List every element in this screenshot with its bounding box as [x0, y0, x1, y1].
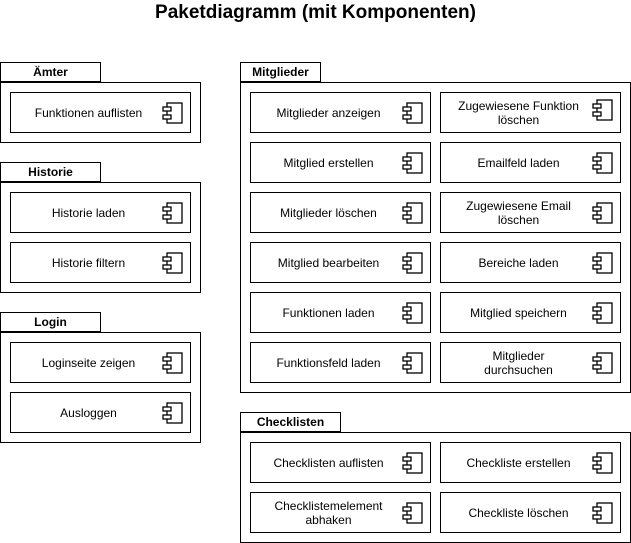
- component-label: Funktionen auflisten: [34, 105, 143, 120]
- component-mitglieder-loeschen: Mitglieder löschen: [250, 192, 431, 233]
- package-name-historie: Historie: [28, 165, 73, 179]
- component-icon: [592, 98, 613, 121]
- component-label: Mitglied bearbeiten: [277, 255, 380, 270]
- component-label: Zugewiesene Email löschen: [466, 198, 571, 227]
- component-loginseite-zeigen: Loginseite zeigen: [10, 342, 191, 383]
- component-label: Checkliste erstellen: [466, 455, 571, 470]
- component-label: Bereiche laden: [478, 255, 559, 270]
- package-tab-aemter: Ämter: [0, 62, 101, 82]
- component-icon: [592, 351, 613, 374]
- component-icon: [402, 151, 423, 174]
- component-mitglied-bearbeiten: Mitglied bearbeiten: [250, 242, 431, 283]
- component-label: Historie filtern: [51, 255, 126, 270]
- component-icon: [402, 301, 423, 324]
- component-checklisten-auflisten: Checklisten auflisten: [250, 442, 431, 483]
- component-icon: [592, 301, 613, 324]
- component-zugewiesene-funktion-loeschen: Zugewiesene Funktion löschen: [440, 92, 621, 133]
- component-label: Funktionen laden: [282, 305, 375, 320]
- component-label: Ausloggen: [60, 405, 117, 420]
- package-name-aemter: Ämter: [33, 65, 68, 79]
- package-tab-historie: Historie: [0, 162, 101, 182]
- package-name-mitglieder: Mitglieder: [252, 65, 309, 79]
- component-mitglieder-anzeigen: Mitglieder anzeigen: [250, 92, 431, 133]
- component-historie-laden: Historie laden: [10, 192, 191, 233]
- component-icon: [592, 501, 613, 524]
- diagram-title: Paketdiagramm (mit Komponenten): [155, 2, 476, 23]
- component-label: Zugewiesene Funktion löschen: [458, 98, 579, 127]
- package-tab-mitglieder: Mitglieder: [240, 62, 321, 82]
- component-funktionen-auflisten: Funktionen auflisten: [10, 92, 191, 133]
- package-tab-login: Login: [0, 312, 101, 332]
- component-checkliste-loeschen: Checkliste löschen: [440, 492, 621, 533]
- component-icon: [402, 451, 423, 474]
- component-label: Loginseite zeigen: [41, 355, 136, 370]
- component-zugewiesene-email-loeschen: Zugewiesene Email löschen: [440, 192, 621, 233]
- component-icon: [592, 151, 613, 174]
- component-icon: [402, 201, 423, 224]
- component-icon: [592, 451, 613, 474]
- component-icon: [592, 201, 613, 224]
- component-checklistemelement-abhaken: Checklistemelement abhaken: [250, 492, 431, 533]
- component-label: Mitglieder durchsuchen: [484, 348, 553, 377]
- package-name-checklisten: Checklisten: [256, 415, 325, 429]
- component-label: Checklisten auflisten: [273, 455, 384, 470]
- component-label: Emailfeld laden: [477, 155, 560, 170]
- component-historie-filtern: Historie filtern: [10, 242, 191, 283]
- package-mitglieder: [240, 82, 631, 393]
- component-icon: [402, 101, 423, 124]
- component-icon: [162, 401, 183, 424]
- component-icon: [592, 251, 613, 274]
- component-label: Mitglieder löschen: [280, 205, 377, 220]
- component-label: Mitglied speichern: [470, 305, 567, 320]
- component-mitglieder-durchsuchen: Mitglieder durchsuchen: [440, 342, 621, 383]
- component-label: Mitglied erstellen: [283, 155, 374, 170]
- component-ausloggen: Ausloggen: [10, 392, 191, 433]
- component-label: Mitglieder anzeigen: [276, 105, 381, 120]
- component-icon: [162, 351, 183, 374]
- component-mitglied-speichern: Mitglied speichern: [440, 292, 621, 333]
- component-icon: [402, 351, 423, 374]
- package-name-login: Login: [34, 315, 67, 329]
- component-funktionen-laden: Funktionen laden: [250, 292, 431, 333]
- component-icon: [162, 201, 183, 224]
- component-emailfeld-laden: Emailfeld laden: [440, 142, 621, 183]
- component-label: Checklistemelement abhaken: [274, 498, 383, 527]
- component-mitglied-erstellen: Mitglied erstellen: [250, 142, 431, 183]
- component-icon: [162, 251, 183, 274]
- component-label: Checkliste löschen: [468, 505, 569, 520]
- component-icon: [402, 251, 423, 274]
- component-label: Historie laden: [51, 205, 126, 220]
- component-funktionsfeld-laden: Funktionsfeld laden: [250, 342, 431, 383]
- component-label: Funktionsfeld laden: [276, 355, 381, 370]
- component-bereiche-laden: Bereiche laden: [440, 242, 621, 283]
- component-icon: [402, 501, 423, 524]
- package-tab-checklisten: Checklisten: [240, 412, 341, 432]
- component-checkliste-erstellen: Checkliste erstellen: [440, 442, 621, 483]
- component-icon: [162, 101, 183, 124]
